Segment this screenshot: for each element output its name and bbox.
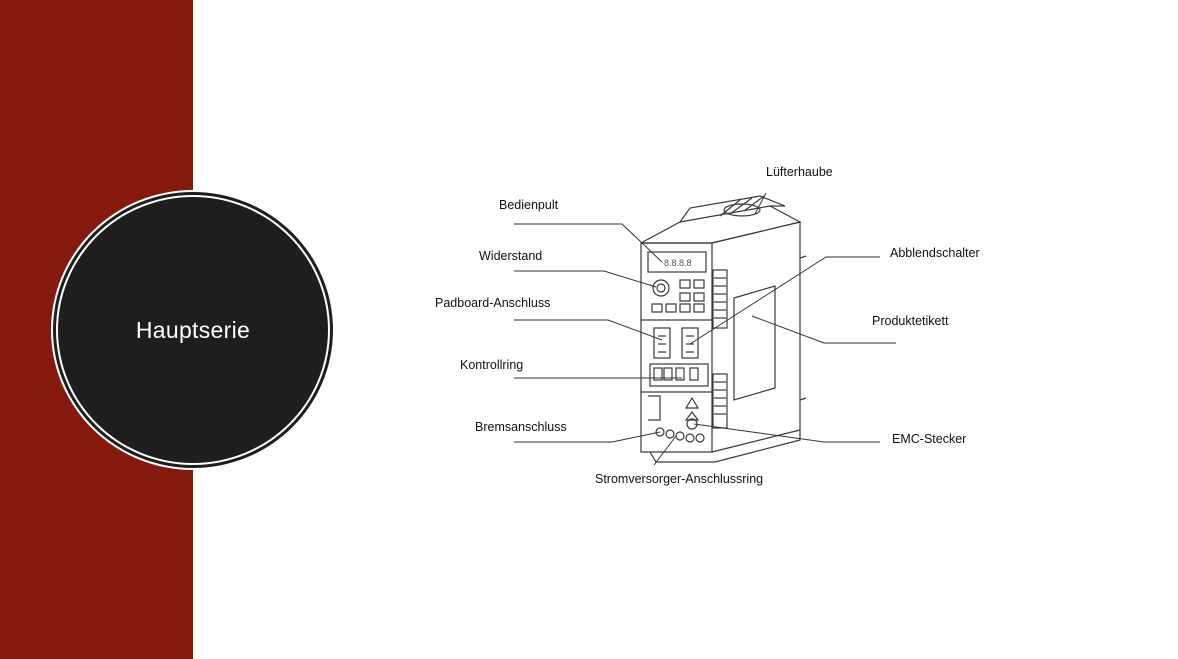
leader-control-panel	[514, 223, 663, 263]
label-padboard-port: Padboard-Anschluss	[435, 296, 550, 310]
slide-title: Hauptserie	[135, 316, 251, 343]
leader-brake-port	[514, 431, 661, 443]
leader-padboard-port	[514, 319, 663, 341]
leader-dimmer-switch	[689, 256, 880, 345]
leader-emc-plug	[693, 423, 880, 443]
label-control-panel: Bedienpult	[499, 198, 559, 212]
leader-resistor	[514, 270, 657, 288]
label-resistor: Widerstand	[479, 249, 542, 263]
label-fan-cover: Lüfterhaube	[766, 165, 833, 179]
label-control-ring: Kontrollring	[460, 358, 523, 372]
inverter-drawing: 8.8.8.8	[640, 195, 807, 463]
label-product-label: Produktetikett	[872, 314, 949, 328]
leader-product-label	[751, 315, 896, 344]
label-dimmer-switch: Abblendschalter	[890, 246, 980, 260]
label-emc-plug: EMC-Stecker	[892, 432, 966, 446]
leader-fan-cover	[754, 192, 767, 215]
leader-power-ring	[653, 435, 677, 466]
svg-text:8.8.8.8: 8.8.8.8	[664, 258, 692, 268]
title-circle: Hauptserie	[58, 197, 328, 463]
leader-lines	[514, 192, 896, 466]
label-brake-port: Bremsanschluss	[475, 420, 567, 434]
label-power-ring: Stromversorger-Anschlussring	[595, 472, 763, 486]
